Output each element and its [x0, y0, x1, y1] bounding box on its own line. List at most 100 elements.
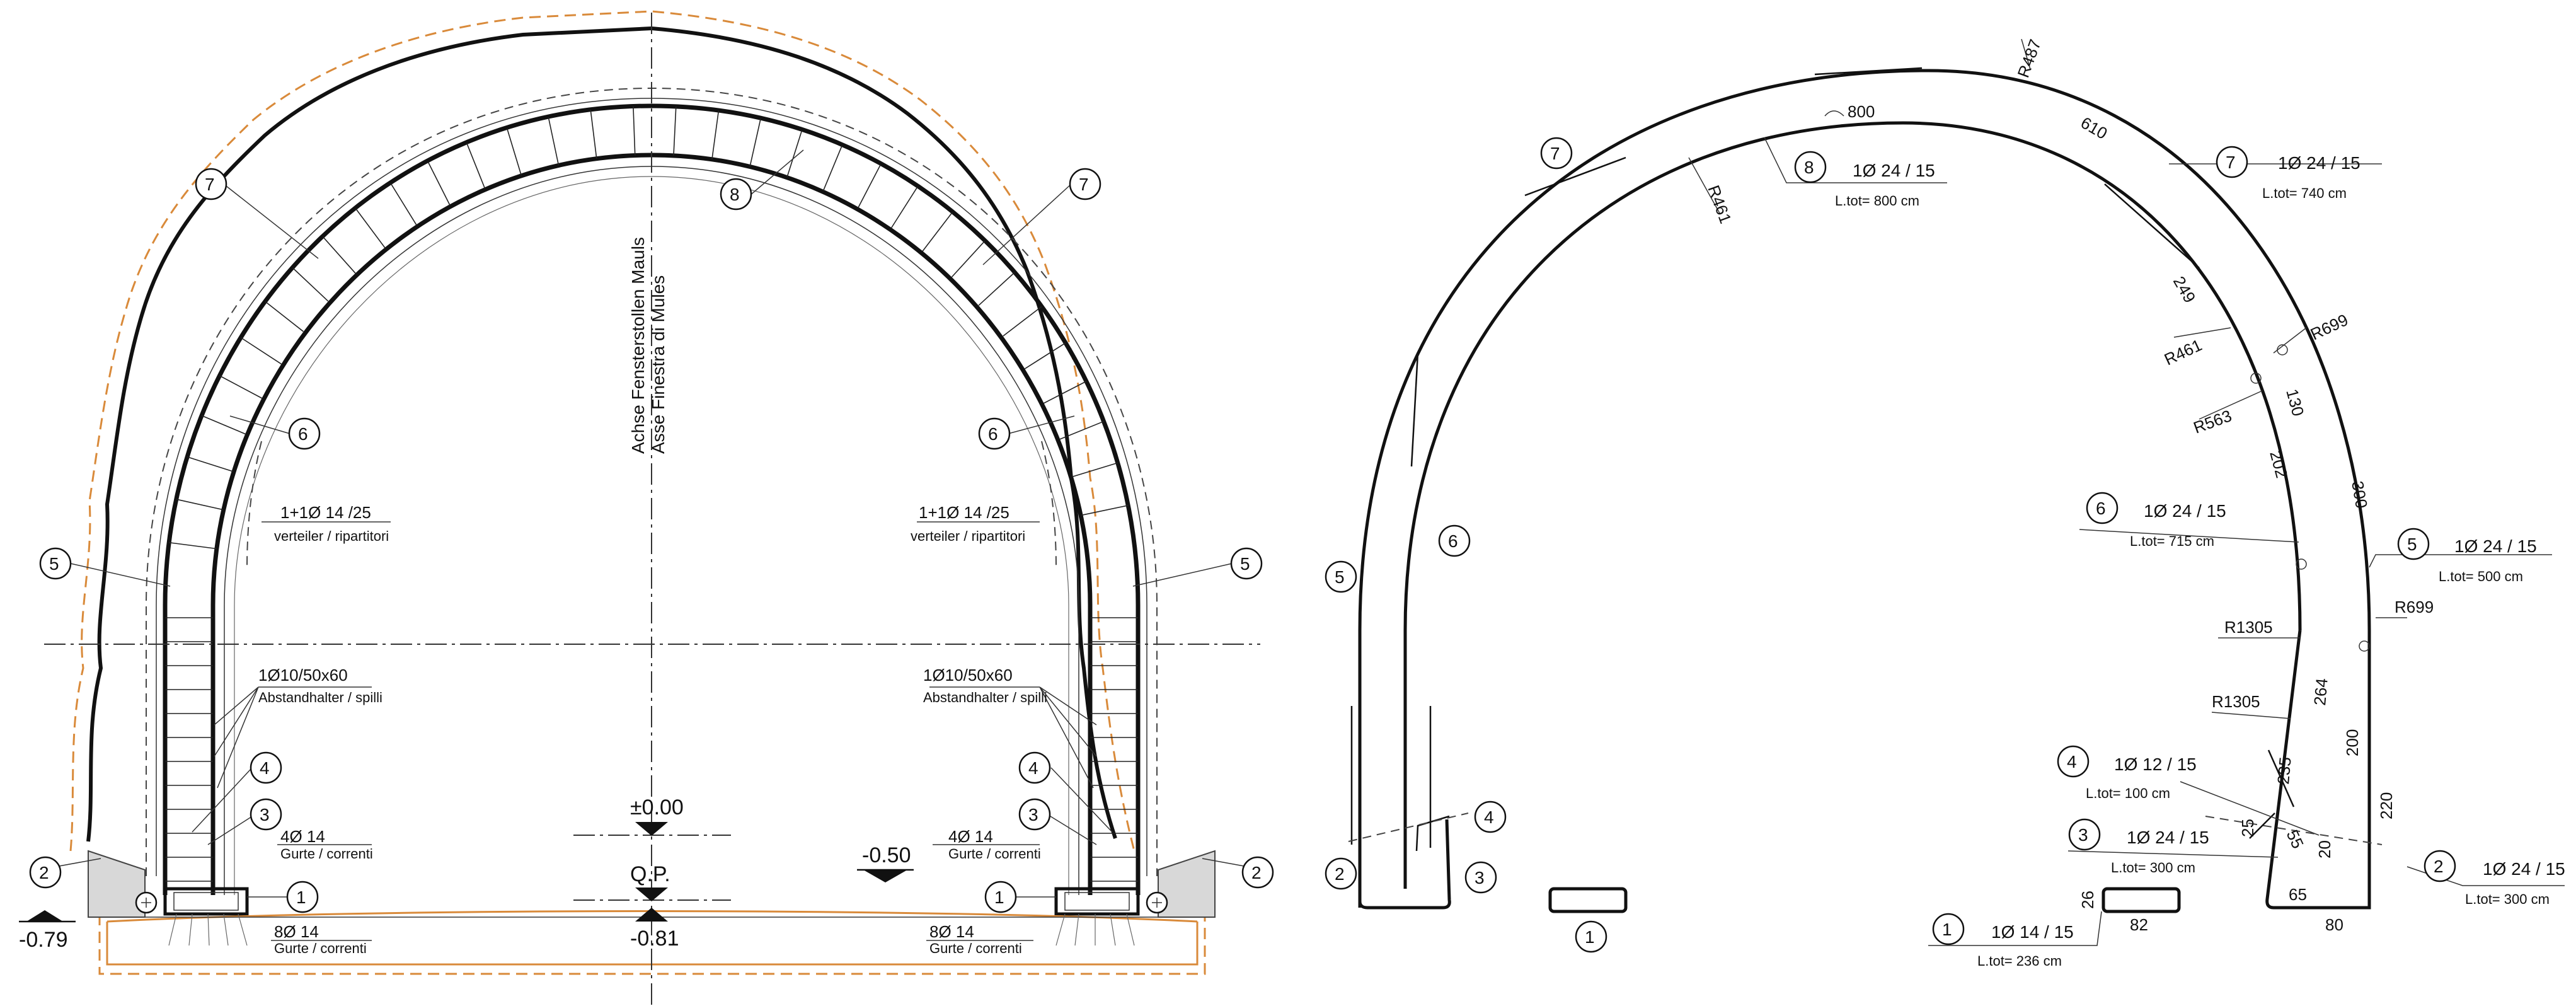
distrib-name-left: verteiler / ripartitori	[274, 528, 389, 544]
outer-arch-bar	[1358, 69, 2371, 910]
radius-r1305-a: R1305	[2224, 618, 2273, 637]
bubble-r6b: 6	[2086, 492, 2119, 524]
spacer-tie	[219, 375, 263, 399]
svg-text:2: 2	[2434, 857, 2444, 876]
spacer-tie	[1081, 505, 1129, 516]
spacer-tie	[323, 236, 356, 274]
spacer-tie	[355, 208, 386, 248]
chord-bottom-name-right: Gurte / correnti	[929, 940, 1022, 956]
svg-text:7: 7	[1550, 144, 1560, 163]
arc-130: 130	[2282, 387, 2308, 419]
svg-text:8: 8	[730, 185, 740, 204]
spacer-tie	[951, 241, 986, 278]
leaders	[59, 149, 1245, 941]
spacer-tie	[857, 164, 882, 209]
svg-text:7: 7	[2226, 153, 2236, 172]
svg-text:2: 2	[39, 863, 49, 882]
bubble-r2: 2	[1325, 857, 1357, 890]
radius-r1305-b: R1305	[2212, 692, 2260, 711]
dim-55: 55	[2283, 827, 2308, 852]
spacer-tie	[890, 187, 918, 229]
bubble-r6: 6	[1438, 524, 1471, 557]
svg-text:4: 4	[260, 758, 270, 778]
spacer-tie	[466, 143, 486, 189]
spacer-tie	[168, 541, 217, 550]
level-zero: ±0.00	[630, 795, 684, 819]
chord-bottom-name-left: Gurte / correnti	[274, 940, 367, 956]
inner-arch-bar	[1403, 121, 2302, 889]
spacer-tie	[749, 118, 761, 167]
radius-r699-b: R699	[2395, 598, 2434, 616]
drain-left	[88, 850, 146, 918]
outer-rebar-layer	[163, 103, 1141, 895]
bubble-r7b: 7	[2216, 146, 2248, 178]
level-marker-left	[26, 910, 63, 922]
spacer-tie	[265, 301, 304, 332]
spacer-tie	[427, 161, 451, 206]
bubble-r1: 1	[1575, 920, 1607, 953]
chord-top-rebar-left: 4Ø 14	[280, 827, 325, 846]
excavation-line	[86, 26, 1117, 842]
spacer-tie	[176, 499, 223, 511]
svg-text:5: 5	[1240, 554, 1250, 574]
dim-25: 25	[2238, 819, 2257, 837]
bar1-shape-center	[1548, 887, 1628, 913]
spacer-tie	[201, 415, 246, 435]
bar6-spec: 1Ø 24 / 15	[2144, 501, 2226, 521]
bar2-left-shoe	[1358, 819, 1451, 910]
level-right: -0.50	[862, 843, 911, 867]
bar4-hook	[1415, 815, 1450, 852]
dim-82: 82	[2130, 915, 2148, 934]
svg-text:6: 6	[1448, 531, 1458, 551]
level-marker-qp	[635, 887, 668, 901]
spacer-tie	[1024, 342, 1066, 369]
radius-r699-a: R699	[2308, 310, 2351, 344]
footing-bars	[168, 913, 1135, 946]
bar3-spec: 1Ø 24 / 15	[2127, 828, 2209, 847]
spacer-tie	[390, 183, 417, 226]
svg-text:5: 5	[1335, 567, 1345, 587]
bubble-l6b: 6	[978, 417, 1011, 450]
bar2-spec: 1Ø 24 / 15	[2483, 859, 2565, 879]
spacer-tie	[506, 128, 522, 176]
spacer-tie	[978, 272, 1015, 306]
chord-top-rebar-right: 4Ø 14	[948, 827, 993, 846]
svg-text:2: 2	[1251, 863, 1262, 882]
dim-200: 200	[2343, 729, 2362, 756]
spacer-tie	[240, 337, 282, 365]
distrib-name-right: verteiler / ripartitori	[911, 528, 1025, 544]
svg-text:3: 3	[2078, 825, 2088, 845]
bubble-r1b: 1	[1932, 913, 1965, 945]
svg-text:2: 2	[1335, 864, 1345, 884]
footing-left	[163, 887, 249, 916]
chord-bottom-rebar-right: 8Ø 14	[929, 922, 974, 941]
svg-text:8: 8	[1804, 158, 1814, 177]
svg-text:1: 1	[1585, 927, 1595, 947]
spacer-name-right: Abstandhalter / spilli	[923, 690, 1047, 705]
level-marker-right	[863, 870, 907, 882]
spacer-tie	[786, 130, 803, 178]
svg-text:1: 1	[1942, 920, 1952, 939]
spacer-tie	[548, 117, 560, 166]
arc-249: 249	[2170, 273, 2200, 306]
spacer-tie	[1059, 420, 1105, 440]
dim-26: 26	[2078, 891, 2097, 909]
spacer-tie	[633, 106, 636, 156]
svg-text:7: 7	[1079, 175, 1089, 194]
svg-text:6: 6	[298, 424, 308, 444]
bubble-l4a: 4	[250, 751, 282, 784]
spacer-tie	[822, 145, 842, 192]
bar8-length: L.tot= 800 cm	[1835, 193, 1919, 209]
bubble-l2a: 2	[29, 856, 62, 889]
bar1-length: L.tot= 236 cm	[1977, 953, 2062, 969]
distrib-rebar-right: 1+1Ø 14 /25	[919, 503, 1009, 522]
tunnel-cross-section: Achse Fensterstollen Mauls Asse Finestra…	[19, 10, 1274, 1006]
footing-left-inner	[173, 892, 239, 911]
bar-schedule: 7 8 7 6 6 5 5 4 4 3 3 2 2 1 1 1Ø 24 / 15…	[1325, 37, 2565, 969]
radial-spacer-ties	[165, 106, 1138, 882]
bubble-l1b: 1	[984, 881, 1017, 913]
radius-r563: R563	[2191, 406, 2234, 437]
distribution-arc-left	[246, 441, 262, 568]
bar4-spec: 1Ø 12 / 15	[2114, 754, 2197, 774]
lap-splices	[1350, 67, 2295, 848]
